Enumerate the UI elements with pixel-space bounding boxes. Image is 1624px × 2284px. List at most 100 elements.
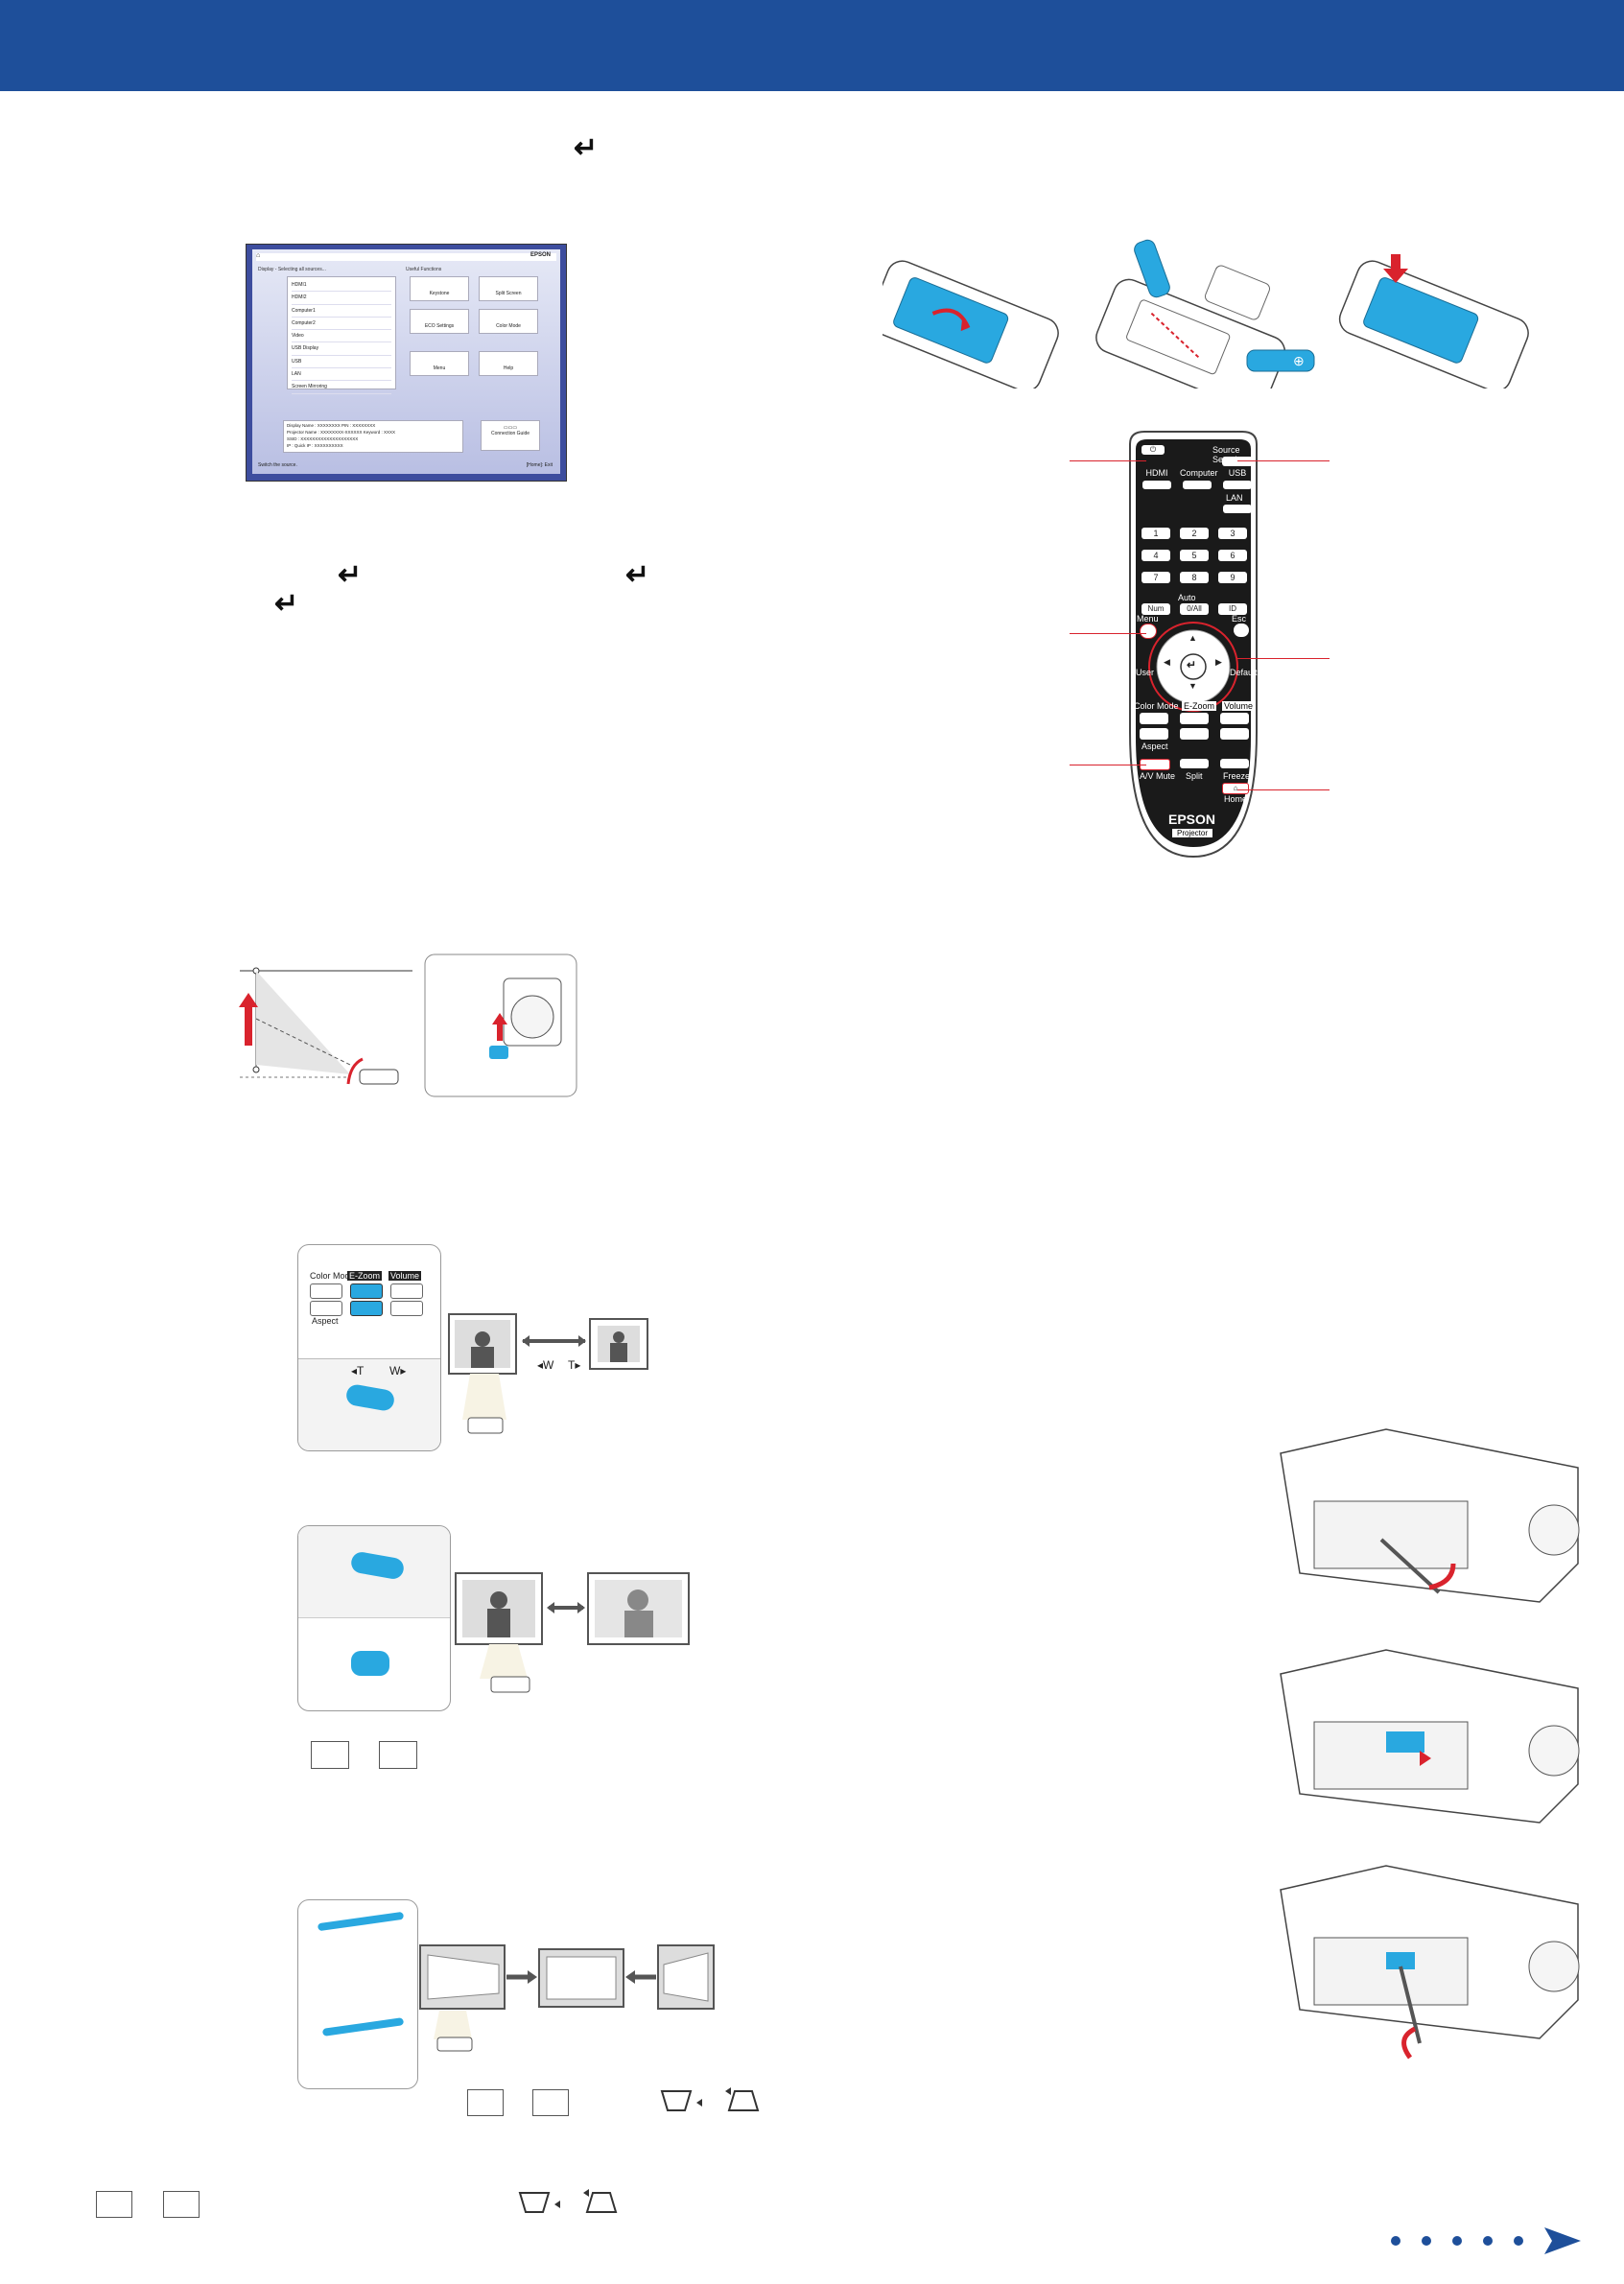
- function-button[interactable]: ID: [1218, 603, 1247, 615]
- callout-line: [1237, 789, 1330, 790]
- source-button[interactable]: [1223, 481, 1252, 489]
- right-arrow-icon[interactable]: ▶: [1215, 657, 1222, 667]
- volume-up-button[interactable]: [1220, 713, 1249, 724]
- source-item[interactable]: LAN: [292, 368, 391, 382]
- keystone-button-icon: [467, 2089, 504, 2116]
- function-button[interactable]: 0/All: [1180, 603, 1209, 615]
- projector-height-illustration: [239, 954, 577, 1097]
- function-button[interactable]: Num: [1142, 603, 1170, 615]
- volume-down-button[interactable]: [390, 1301, 423, 1316]
- power-button[interactable]: ⏻: [1142, 445, 1165, 455]
- function-tile[interactable]: Color Mode: [479, 309, 538, 334]
- ezoom-in-button[interactable]: [1180, 713, 1209, 724]
- number-button[interactable]: 4: [1142, 550, 1170, 561]
- function-label: Split Screen: [495, 291, 522, 296]
- ezoom-out-button[interactable]: [1180, 728, 1209, 740]
- aspect-button[interactable]: [310, 1301, 342, 1316]
- number-button[interactable]: 9: [1218, 572, 1247, 583]
- source-item[interactable]: Video: [292, 330, 391, 343]
- function-tile[interactable]: Menu: [410, 351, 469, 376]
- enter-icon: ↵: [338, 559, 363, 591]
- keystone-button-icon: [379, 1741, 417, 1769]
- callout-line: [1237, 460, 1330, 461]
- source-item[interactable]: Computer2: [292, 318, 391, 331]
- ezoom-label: E-Zoom: [1182, 701, 1217, 711]
- source-button-label: HDMI: [1145, 468, 1168, 478]
- page-navigation: [1391, 2227, 1602, 2256]
- keystone-button-icon: [311, 1741, 349, 1769]
- enter-icon: ↵: [274, 588, 299, 620]
- color-mode-button[interactable]: [310, 1283, 342, 1299]
- number-button[interactable]: 7: [1142, 572, 1170, 583]
- color-mode-button[interactable]: [1140, 713, 1168, 724]
- source-search-button[interactable]: [1222, 457, 1253, 466]
- battery-steps-illustration: ⊕: [883, 239, 1529, 389]
- number-button[interactable]: 6: [1218, 550, 1247, 561]
- esc-button[interactable]: [1234, 624, 1249, 637]
- freeze-label: Freeze: [1223, 771, 1251, 781]
- nav-dot: [1422, 2236, 1431, 2246]
- functions-heading: Useful Functions: [406, 267, 442, 272]
- esc-label: Esc: [1232, 614, 1247, 624]
- freeze-button[interactable]: [1220, 759, 1249, 768]
- volume-label: Volume: [1222, 701, 1256, 711]
- zoom-in-button[interactable]: [350, 1283, 383, 1299]
- function-tile[interactable]: Keystone: [410, 276, 469, 301]
- number-button[interactable]: 1: [1142, 528, 1170, 539]
- source-item[interactable]: Computer1: [292, 305, 391, 318]
- down-arrow-icon[interactable]: ▼: [1189, 681, 1197, 691]
- up-arrow-icon[interactable]: ▲: [1189, 633, 1197, 643]
- function-label: Keystone: [429, 291, 450, 296]
- source-button[interactable]: [1183, 481, 1212, 489]
- function-tile[interactable]: Split Screen: [479, 276, 538, 301]
- enter-icon: ↵: [574, 132, 599, 164]
- source-item[interactable]: USB: [292, 356, 391, 369]
- wide-direction-label: ◂W: [537, 1358, 554, 1372]
- focus-ring-close[interactable]: [351, 1651, 389, 1676]
- zoom-out-button[interactable]: [350, 1301, 383, 1316]
- number-button[interactable]: 5: [1180, 550, 1209, 561]
- source-item[interactable]: USB Display: [292, 342, 391, 356]
- source-item[interactable]: Screen Mirroring: [292, 381, 391, 394]
- function-label: Color Mode: [496, 323, 521, 329]
- nav-dot: [1452, 2236, 1462, 2246]
- home-button[interactable]: ⌂: [1222, 783, 1249, 794]
- split-label: Split: [1186, 771, 1203, 781]
- user-label: User: [1136, 668, 1155, 677]
- focus-panel: [297, 1525, 451, 1711]
- keystone-button-icon: [163, 2191, 200, 2218]
- source-item[interactable]: HDMI1: [292, 279, 391, 293]
- function-label: ECO Settings: [424, 323, 455, 329]
- keystone-slider[interactable]: [321, 2017, 405, 2037]
- volume-up-button[interactable]: [390, 1283, 423, 1299]
- lan-button[interactable]: [1223, 505, 1252, 513]
- source-item[interactable]: HDMI2: [292, 292, 391, 305]
- keystone-slider[interactable]: [317, 1911, 405, 1932]
- volume-down-button[interactable]: [1220, 728, 1249, 740]
- zoom-ring-t: ◂T: [351, 1364, 365, 1377]
- footer-right: [Home]: Exit: [526, 462, 553, 468]
- source-button[interactable]: [1142, 481, 1171, 489]
- connection-guide-button[interactable]: ▭▭▭Connection Guide: [481, 420, 540, 451]
- aspect-button[interactable]: [1140, 728, 1168, 740]
- left-arrow-icon[interactable]: ◀: [1164, 657, 1170, 667]
- number-button[interactable]: 3: [1218, 528, 1247, 539]
- remote-model: Projector: [1172, 829, 1213, 837]
- focus-projection-illustration: [455, 1572, 690, 1693]
- callout-line: [1070, 633, 1146, 634]
- next-arrow-icon[interactable]: [1544, 2227, 1583, 2254]
- number-button[interactable]: 2: [1180, 528, 1209, 539]
- function-label: Help: [503, 365, 514, 371]
- split-button[interactable]: [1180, 759, 1209, 768]
- function-tile[interactable]: Help: [479, 351, 538, 376]
- color-mode-label: Color Mode: [1134, 701, 1179, 711]
- keystone-button-icon: [96, 2191, 132, 2218]
- keystone-shape-icons: [518, 2189, 618, 2213]
- function-tile[interactable]: ECO Settings: [410, 309, 469, 334]
- menu-button[interactable]: [1140, 624, 1157, 639]
- number-button[interactable]: 8: [1180, 572, 1209, 583]
- enter-button[interactable]: ↵: [1187, 658, 1197, 671]
